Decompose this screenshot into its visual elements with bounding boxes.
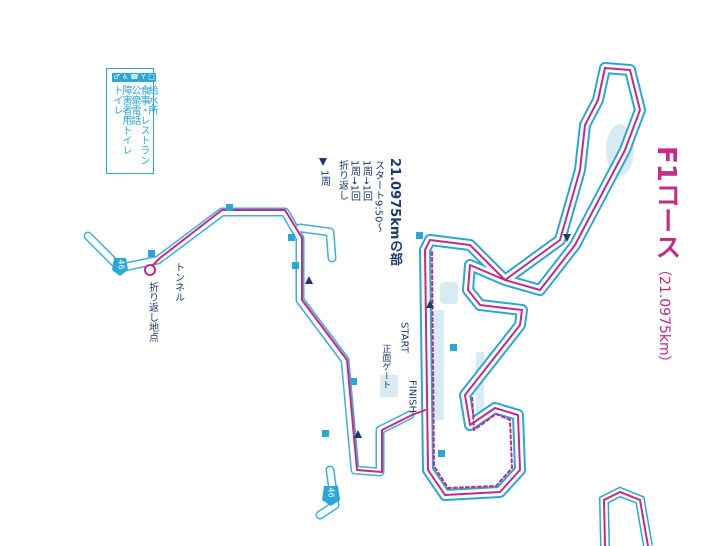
- main-gate-label: 正面ゲート: [380, 344, 391, 389]
- arrow-2: [354, 430, 362, 438]
- turnaround-label: 折り返し地点: [146, 282, 158, 342]
- page-title: F1コース: [650, 146, 681, 260]
- legend-item-water: □ 給水所: [146, 73, 157, 115]
- race-start-time: スタート9:50〜: [372, 160, 384, 233]
- start-label: START: [398, 322, 410, 353]
- course-route: [149, 67, 641, 496]
- circuit-outline: [419, 62, 646, 501]
- second-course: [598, 486, 653, 546]
- toilet-icon: ♂: [112, 73, 121, 82]
- turnaround-marker: [144, 264, 156, 276]
- restaurant-icon: Y: [139, 73, 148, 82]
- course-line-circuit: [424, 67, 641, 496]
- arrow-3: [563, 234, 571, 242]
- direction-arrows: [305, 234, 571, 438]
- circuit-path: [419, 62, 646, 501]
- route-46-label-b: 46: [326, 487, 336, 498]
- paddock-building: [434, 310, 444, 420]
- route-46-label-a: 46: [116, 259, 126, 270]
- page-subtitle: （21.0975km）: [656, 262, 673, 370]
- gate-area: [380, 375, 398, 397]
- course-line-inner: [431, 251, 513, 489]
- legend-item-restaurant: Y 食事・レストラン: [138, 73, 149, 165]
- legend-item-phone: ☎ 公衆電話: [129, 73, 140, 125]
- facility-markers: [148, 204, 457, 457]
- legend-item-accessible-toilet: ♿ 障害者用トイレ: [120, 73, 131, 155]
- arrow-4: [426, 300, 434, 308]
- lap3-arrow-icon: [319, 158, 327, 166]
- parking-area: [440, 282, 458, 304]
- race-lap-1: 1周→1回: [360, 160, 372, 202]
- race-heading: 21.0975kmの部: [386, 158, 402, 266]
- phone-icon: ☎: [130, 73, 139, 82]
- water-icon: □: [147, 73, 156, 82]
- route-shield-b: [322, 486, 340, 506]
- arrow-1: [305, 276, 313, 284]
- course-line-outer: [149, 209, 426, 473]
- race-lap-2: 1周→1回: [348, 160, 360, 202]
- race-turn: 折り返し: [336, 160, 348, 200]
- route-shield-a: [112, 258, 128, 276]
- tunnel-label: トンネル: [172, 262, 184, 302]
- route-shields: [112, 258, 340, 506]
- wheelchair-icon: ♿: [121, 73, 130, 82]
- race-lap-3: 1周: [318, 170, 330, 187]
- legend-item-toilet: ♂ トイレ: [111, 73, 122, 115]
- road-outer: [83, 207, 415, 477]
- legend-box: ♂ トイレ ♿ 障害者用トイレ ☎ 公衆電話 Y 食事・レストラン □ 給水所: [106, 68, 157, 174]
- finish-label: FINISH: [406, 380, 418, 413]
